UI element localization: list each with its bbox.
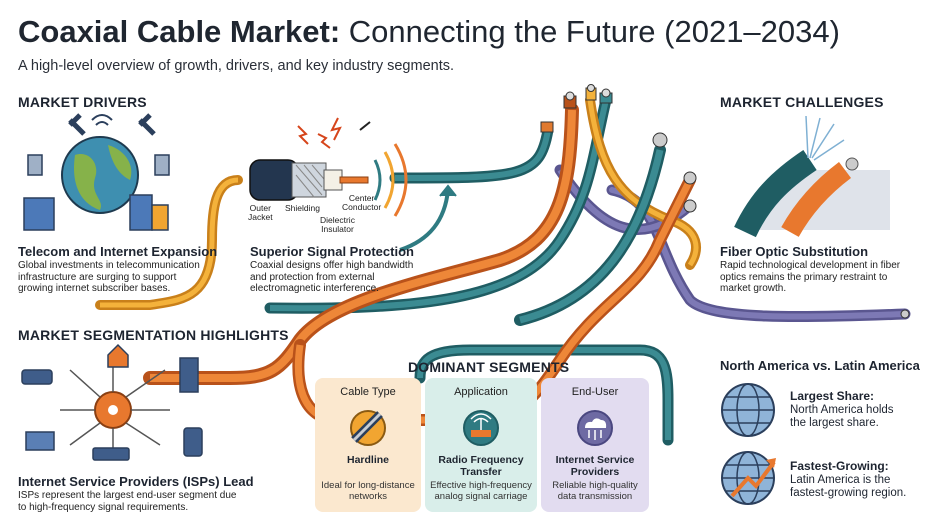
dominant-heading: DOMINANT SEGMENTS xyxy=(408,359,570,375)
device-icons xyxy=(21,343,203,461)
network-hub-icon xyxy=(60,360,170,455)
building-icons xyxy=(23,154,170,231)
isp-desc: ISPs represent the largest end-user segm… xyxy=(18,490,237,512)
fastest-growing-title: Fastest-Growing: xyxy=(790,459,889,473)
telecom-desc: Global investments in telecommunication … xyxy=(18,260,200,294)
regions-heading: North America vs. Latin America xyxy=(720,358,920,373)
globe-icon xyxy=(61,113,156,214)
largest-share-title: Largest Share: xyxy=(790,389,875,403)
cloud-network-icon xyxy=(577,410,613,446)
globe-fastest-growing-icon xyxy=(721,451,776,505)
fiber-desc: Rapid technological development in fiber… xyxy=(720,260,901,294)
page-subtitle: A high-level overview of growth, drivers… xyxy=(18,58,455,74)
telecom-title: Telecom and Internet Expansion xyxy=(18,244,218,259)
fiber-title: Fiber Optic Substitution xyxy=(720,244,869,259)
arrow-icon xyxy=(399,189,450,252)
signal-desc: Coaxial designs offer high bandwidth and… xyxy=(250,260,414,294)
drivers-heading: MARKET DRIVERS xyxy=(18,94,147,110)
signal-title: Superior Signal Protection xyxy=(250,244,414,259)
title-rest: Connecting the Future (2021–2034) xyxy=(340,14,840,49)
hardline-cable-icon xyxy=(350,410,386,446)
router-antenna-icon xyxy=(463,410,499,446)
fastest-growing-desc: Latin America is the fastest-growing reg… xyxy=(790,474,907,499)
panel-name: Hardline xyxy=(346,454,389,466)
globe-largest-share-icon xyxy=(721,383,775,437)
interference-bolts-icon xyxy=(297,117,371,149)
largest-share-desc: North America holds the largest share. xyxy=(790,404,894,429)
label-shielding: Shielding xyxy=(285,203,320,213)
title-bold: Coaxial Cable Market: xyxy=(18,14,341,49)
isp-title: Internet Service Providers (ISPs) Lead xyxy=(18,474,254,489)
page-title: Coaxial Cable Market: Connecting the Fut… xyxy=(18,13,840,51)
segmentation-heading: MARKET SEGMENTATION HIGHLIGHTS xyxy=(18,327,289,343)
fiber-optic-icon xyxy=(734,115,890,238)
signal-waves-icon xyxy=(373,143,408,217)
cable-ends xyxy=(540,84,910,319)
panel-cable-type: Cable Type Hardline Ideal for long-dista… xyxy=(315,378,421,512)
coax-cross-section-icon xyxy=(249,159,369,201)
challenges-heading: MARKET CHALLENGES xyxy=(720,94,884,110)
